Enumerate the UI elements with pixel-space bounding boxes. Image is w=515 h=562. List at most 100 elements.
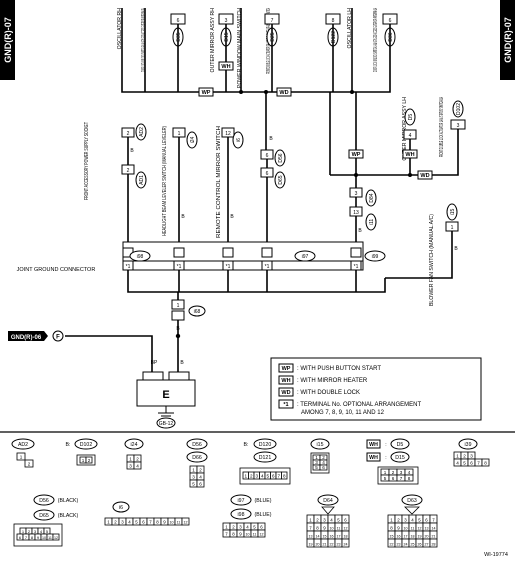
face-black-1: (BLACK) — [58, 498, 79, 504]
left-tab: GND(R)-07 — [0, 0, 15, 80]
face-d63-pin-24: 24 — [404, 543, 408, 547]
face-d120-pin-7: 7 — [277, 474, 280, 479]
d84-pin: 3 — [355, 191, 358, 197]
face-ad2: AD2 — [18, 442, 28, 448]
face-d63-pin-3: 3 — [404, 518, 407, 523]
ad2-pin: 2 — [127, 131, 130, 137]
face-d64-pin-14: 14 — [316, 535, 320, 539]
face-d64: D64 — [323, 498, 333, 504]
face-i39-pin-8: 8 — [484, 461, 487, 466]
jc-pin-5: *1 — [354, 264, 359, 270]
right-tab: GND(R)-07 — [500, 0, 515, 80]
i15-pin: 1 — [451, 225, 454, 231]
jc-pin-4: *1 — [265, 264, 270, 270]
face-d5-pin-3: 3 — [400, 470, 403, 475]
face-i97-pin-8: 8 — [232, 532, 235, 537]
i24-pin: 1 — [178, 131, 181, 137]
face-d56b-pin-11: 11 — [48, 536, 52, 540]
i99-connector: i99 — [372, 254, 379, 260]
face-i97-pin-11: 11 — [253, 533, 257, 537]
face-i15-pin-1: 1 — [315, 455, 318, 460]
face-i39-pin-5: 5 — [463, 461, 466, 466]
osc-lh-label: OSCILLATOR LH — [347, 8, 353, 49]
wh-tag-1: WH — [221, 64, 230, 70]
face-d63-pin-8: 8 — [390, 526, 393, 531]
b-wire-8: B — [180, 360, 184, 366]
rcm-label: REMOTE CONTROL MIRROR SWITCH — [216, 126, 222, 238]
face-d63-pin-20: 20 — [425, 535, 429, 539]
face-d121: D121 — [259, 455, 272, 461]
face-d63-pin-28-cell — [429, 538, 438, 548]
blower-label: BLOWER FAN SWITCH (MANUAL A/C) — [429, 214, 435, 306]
ground-terminal — [136, 371, 196, 429]
face-d15-prefix: WH — [369, 455, 378, 461]
face-d56b: D56 — [39, 498, 49, 504]
i6-connector: i6 — [236, 138, 242, 142]
face-d63-pin-25: 25 — [411, 543, 415, 547]
face-i97-pin-2: 2 — [232, 525, 235, 530]
wh-tag-2: WH — [405, 152, 414, 158]
face-d64-pin-2: 2 — [316, 518, 319, 523]
face-i15-pin-2: 2 — [322, 455, 325, 460]
face-d56b-pin-6: 6 — [19, 535, 22, 540]
face-d63-pin-18: 18 — [411, 535, 415, 539]
face-i39-pin-2: 2 — [463, 454, 466, 459]
face-i6-pin-10: 10 — [170, 521, 174, 525]
face-d63-pin-7: 7 — [432, 518, 435, 523]
face-d120-pin-1: 1 — [244, 474, 247, 479]
legend-wp-text: : WITH PUSH BUTTON START — [297, 366, 381, 372]
face-i6-pin-2: 2 — [114, 520, 117, 525]
legend-wh-text: : WITH MIRROR HEATER — [297, 378, 368, 384]
face-d56-pin-6: 6 — [199, 482, 202, 487]
face-d5-pin-8: 8 — [408, 476, 411, 481]
face-d64-pin-16: 16 — [330, 535, 334, 539]
face-d64-pin-9: 9 — [323, 526, 326, 531]
face-i15-pin-6: 6 — [322, 465, 325, 470]
b-wire-3: B — [230, 214, 234, 220]
d15-pin: 3 — [225, 18, 228, 24]
b-wire-1: B — [130, 148, 134, 154]
face-d56b-pin-12: 12 — [54, 536, 58, 540]
joint-ground-connector: i98 i97 i99 *1 *1 *1 *1 *1 — [122, 241, 386, 271]
face-i6-pin-8: 8 — [156, 520, 159, 525]
svg-text::: : — [385, 442, 386, 448]
face-blue-2: (BLUE) — [254, 512, 271, 518]
face-d5-pin-1: 1 — [384, 470, 387, 475]
left-tab-label: GND(R)-07 — [3, 17, 13, 63]
face-i24: i24 — [131, 442, 138, 448]
d36-pin: 6 — [389, 18, 392, 24]
face-d120-pin-3: 3 — [255, 474, 258, 479]
face-d64-pin-19: 19 — [309, 543, 313, 547]
face-d56b-pin-8: 8 — [31, 535, 34, 540]
face-i6-pin-6: 6 — [142, 520, 145, 525]
face-i6-pin-3: 3 — [121, 520, 124, 525]
gnd-ref-label: GND(R)-06 — [11, 335, 42, 341]
face-d64-pin-24-cell — [341, 538, 350, 548]
d84-connector: D84 — [369, 193, 375, 202]
face-i97-pin-12-cell — [257, 529, 266, 538]
face-d5-pin-7: 7 — [400, 476, 403, 481]
face-i39-pin-1: 1 — [456, 454, 459, 459]
face-i6-pin-4: 4 — [128, 520, 131, 525]
face-d63-pin-27: 27 — [425, 543, 429, 547]
face-i6-pin-7: 7 — [149, 520, 152, 525]
face-d56b-pin-2: 2 — [28, 529, 31, 534]
face-i6-pin-9: 9 — [163, 520, 166, 525]
face-i15: i15 — [317, 442, 324, 448]
face-d56b-pin-1: 1 — [22, 529, 25, 534]
face-i97-pin-12: 12 — [260, 533, 264, 537]
i15-connector: i15 — [450, 208, 456, 215]
face-d63: D63 — [407, 498, 417, 504]
face-d64-pin-6: 6 — [344, 518, 347, 523]
face-i39-pin-3: 3 — [470, 454, 473, 459]
face-d63-pin-15: 15 — [390, 535, 394, 539]
d122-connector: D122 — [331, 31, 337, 43]
face-i97-pin-7: 7 — [225, 532, 228, 537]
face-d120-pin-5: 5 — [266, 474, 269, 479]
legend-star-text1: : TERMINAL No. OPTIONAL ARRANGEMENT — [297, 402, 421, 408]
face-i39-pin-7: 7 — [477, 461, 480, 466]
d65-connector: D65 — [278, 175, 284, 184]
dlk-rh-label: DOOR LOCK/ UNLOCK SWITCH RH & KEYLESS AC… — [141, 8, 147, 72]
face-d66: D66 — [192, 455, 202, 461]
